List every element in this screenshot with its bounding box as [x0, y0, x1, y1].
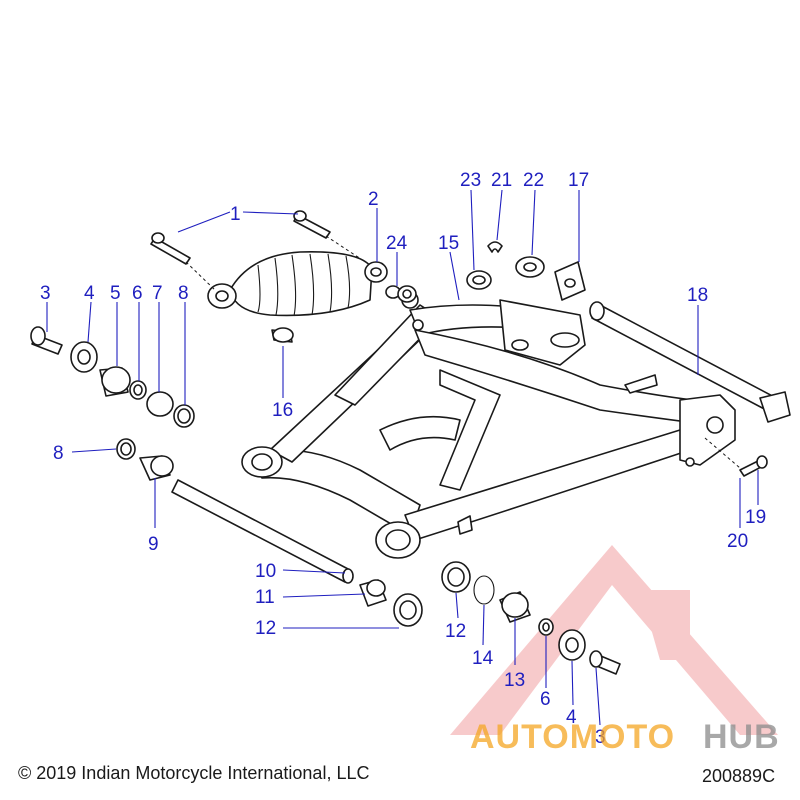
left-hardware-stack: [30, 326, 195, 428]
callout-label: 1: [230, 204, 241, 225]
callout-label: 15: [438, 233, 459, 254]
callout-label: 6: [540, 689, 551, 710]
automotohub-watermark-text: AUTOMOTO HUB: [470, 718, 780, 756]
leader-lines: [46, 189, 759, 726]
callout-label: 8: [178, 283, 189, 304]
callout-label: 5: [110, 283, 121, 304]
callout-label: 2: [368, 189, 379, 210]
callout-label: 21: [491, 170, 512, 191]
lower-axle-assembly: [116, 438, 423, 627]
callout-label: 14: [472, 648, 494, 669]
callout-label: 17: [568, 170, 589, 191]
bolt-and-washer-right: [704, 437, 768, 477]
callout-label: 9: [148, 534, 159, 555]
copyright-notice: © 2019 Indian Motorcycle International, …: [18, 763, 370, 783]
callout-label: 11: [255, 587, 275, 608]
pivot-shaft-right: [589, 301, 791, 423]
callout-label: 12: [445, 621, 466, 642]
callout-label: 7: [152, 283, 163, 304]
lower-right-hardware: [441, 561, 621, 675]
callout-label: 24: [386, 233, 408, 254]
callout-label: 3: [40, 283, 51, 304]
callout-label: 22: [523, 170, 544, 191]
callout-label: 6: [132, 283, 143, 304]
callout-label: 4: [84, 283, 95, 304]
callout-label: 4: [566, 707, 577, 728]
callout-label: 12: [255, 618, 276, 639]
callout-labels: 1 2 3 4 5 6 7 8 24 16 15 23 21 22 17 18 …: [40, 170, 766, 748]
watermark-brand-part2: HUB: [703, 718, 780, 756]
callout-label: 16: [272, 400, 293, 421]
callout-label: 18: [687, 285, 708, 306]
shock-absorber: [207, 251, 388, 317]
callout-label: 13: [504, 670, 525, 691]
callout-label: 8: [53, 443, 64, 464]
spacer-and-washer: [271, 285, 417, 343]
automotohub-watermark-logo: [450, 545, 778, 735]
top-right-hardware: [466, 241, 586, 301]
callout-label: 10: [255, 561, 276, 582]
callout-label: 20: [727, 531, 748, 552]
figure-id: 200889C: [702, 766, 776, 786]
swingarm-frame: [241, 291, 736, 559]
watermark-brand-part1: AUTOMOTO: [470, 718, 675, 756]
callout-label: 3: [595, 727, 606, 748]
callout-label: 19: [745, 507, 766, 528]
callout-label: 23: [460, 170, 481, 191]
